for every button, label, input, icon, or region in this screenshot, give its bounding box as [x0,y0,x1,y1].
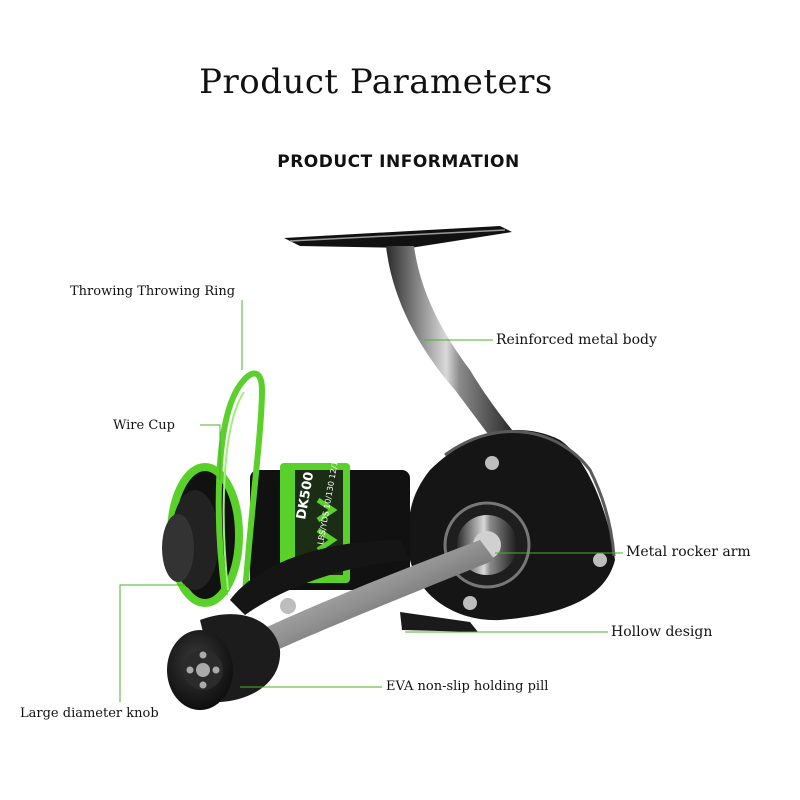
callout-eva-pill: EVA non-slip holding pill [386,679,549,694]
handle-arm [240,540,495,660]
callout-large-knob: Large diameter knob [20,706,159,721]
rotor-arm [230,540,410,615]
page-title: Product Parameters [199,62,553,102]
callout-throwing-ring: Throwing Throwing Ring [70,284,236,299]
handle-knob [167,614,281,710]
rotor-screw [280,598,296,614]
callout-hollow-design: Hollow design [611,624,713,640]
body-screw [463,596,477,610]
hollow-foot-piece [400,612,478,632]
reel-foot [284,226,512,248]
bail-wire [215,370,266,596]
leader-wire-cup [200,424,221,480]
body-screw [485,456,499,470]
body-screw [593,553,607,567]
reel-stem [386,246,520,450]
leader-large-knob [119,584,185,702]
section-subtitle: PRODUCT INFORMATION [277,152,520,172]
callout-rocker-arm: Metal rocker arm [626,544,751,560]
callout-wire-cup: Wire Cup [113,418,175,433]
callout-metal-body: Reinforced metal body [496,332,657,348]
